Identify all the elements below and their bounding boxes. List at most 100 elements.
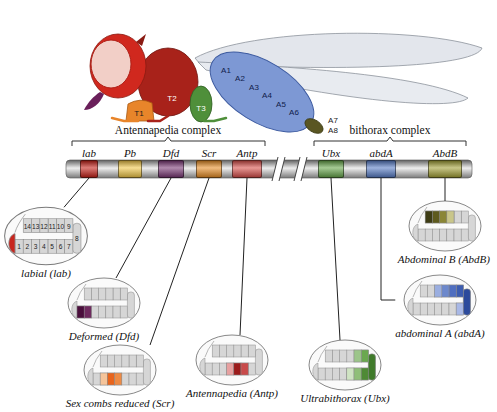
embryo (68, 278, 140, 328)
expression-leader (331, 178, 340, 340)
expression-embryo: Antennapedia (Antp) (186, 335, 278, 399)
gene-caption: Ultrabithorax (Ubx) (300, 392, 390, 404)
chromosome-bar (66, 160, 472, 178)
segment-number: 14 (24, 222, 31, 229)
expression-cell (354, 368, 361, 380)
expression-cell (440, 211, 447, 223)
expression-embryo: Sex combs reduced (Scr) (66, 345, 175, 409)
expression-cell (77, 306, 84, 318)
expression-domain (425, 211, 454, 223)
thorax-t3 (190, 86, 212, 122)
segment-label: A4 (262, 91, 272, 100)
segment-number: 13 (32, 222, 39, 229)
expression-domain (347, 350, 376, 380)
expression-cell (456, 303, 463, 315)
embryo (404, 275, 476, 325)
expression-leader (445, 178, 446, 201)
embryo (84, 345, 156, 395)
expression-leader (150, 178, 209, 345)
expression-leader (240, 178, 247, 335)
segment-number: 8 (75, 235, 79, 242)
expression-cell (361, 350, 368, 362)
gene-segment (196, 160, 222, 178)
gene-name: Ubx (322, 146, 340, 160)
expression-cell (447, 211, 454, 223)
gene-caption: Deformed (Dfd) (68, 330, 140, 342)
proboscis (84, 92, 104, 110)
segment-label: A6 (289, 108, 299, 117)
expression-cell (432, 211, 439, 223)
complex-bracket (314, 137, 466, 146)
gene-name: AbdB (433, 146, 457, 160)
gene-segment (428, 160, 462, 178)
gene-segment (118, 160, 142, 178)
segment-number: 2 (26, 243, 30, 250)
gene-name: lab (82, 146, 96, 160)
thorax-t1 (126, 100, 154, 121)
embryo-outline (196, 335, 268, 385)
expression-domain (100, 373, 122, 385)
expression-domain (227, 363, 249, 375)
expression-cell (435, 285, 442, 297)
leg (204, 118, 226, 121)
segment-label: A5 (276, 100, 286, 109)
expression-cell (227, 363, 234, 375)
expression-cell (107, 373, 114, 385)
gene-segment (158, 160, 184, 178)
segment-label: T1 (134, 109, 143, 118)
gene-caption: labial (lab) (5, 267, 88, 279)
segment-number: 4 (42, 243, 46, 250)
gene-segment (232, 160, 262, 178)
expression-cell (84, 306, 91, 318)
eye (91, 40, 131, 88)
leg (112, 118, 138, 121)
embryo (309, 340, 381, 390)
expression-cell (241, 363, 248, 375)
expression-embryo: Deformed (Dfd) (68, 278, 140, 342)
expression-leader (116, 178, 171, 278)
complex-label: bithorax complex (350, 124, 431, 136)
gene-name: Antp (237, 146, 258, 160)
expression-embryo: abdominal A (abdA) (395, 275, 484, 339)
expression-cell (361, 368, 368, 380)
embryo-outline (309, 340, 381, 390)
expression-cell (425, 211, 432, 223)
expression-cell (234, 363, 241, 375)
gene-caption: Abdominal B (AbdB) (398, 253, 490, 265)
gene-band: Pb (118, 146, 142, 178)
segment-label: A8 (328, 126, 338, 135)
gene-caption: Sex combs reduced (Scr) (66, 397, 175, 409)
expression-cell (463, 289, 470, 315)
segment-label: A2 (235, 74, 245, 83)
embryo-outline (5, 207, 88, 265)
segment-label: A3 (249, 83, 259, 92)
embryo (196, 335, 268, 385)
segment-number: 1 (17, 243, 21, 250)
embryo (409, 201, 481, 251)
embryo-outline (404, 275, 476, 325)
segment-number: 12 (40, 222, 47, 229)
segment-label: T3 (196, 104, 205, 113)
expression-cell (115, 373, 122, 385)
expression-cell (9, 234, 15, 254)
expression-domain (435, 285, 471, 315)
segment-number: 9 (67, 222, 71, 229)
gene-band: Dfd (158, 146, 184, 178)
expression-cell (368, 354, 375, 380)
leg (148, 116, 168, 121)
expression-cell (347, 368, 354, 380)
segment-number: 5 (50, 243, 54, 250)
expression-embryo: Abdominal B (AbdB) (398, 201, 490, 265)
gene-name: Pb (124, 146, 136, 160)
antenna (136, 34, 146, 46)
expression-domain (77, 306, 91, 318)
embryo (5, 207, 88, 265)
gene-band: Antp (232, 146, 262, 178)
gene-band: lab (80, 146, 98, 178)
expression-embryo: Ultrabithorax (Ubx) (300, 340, 390, 404)
segment-label: A7 (328, 116, 338, 125)
segment-number: 3 (34, 243, 38, 250)
gene-name: abdA (369, 146, 392, 160)
